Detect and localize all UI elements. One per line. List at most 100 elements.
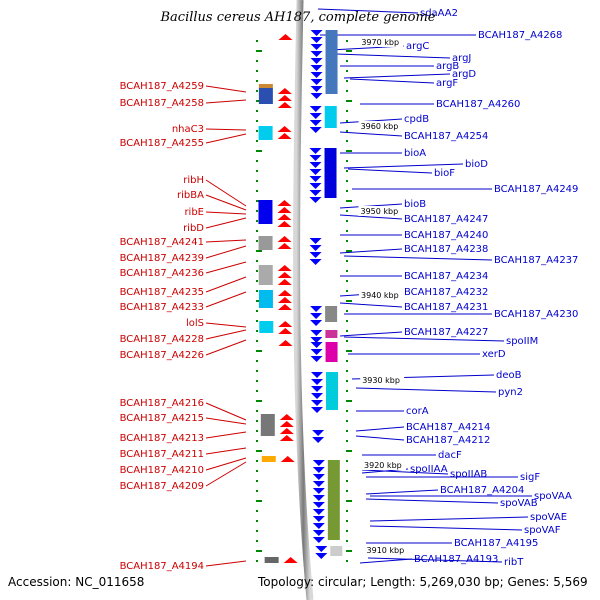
right-gene-label[interactable]: BCAH187_A4268 (478, 30, 562, 41)
left-gene-label[interactable]: BCAH187_A4226 (120, 350, 204, 361)
right-gene-label[interactable]: spoVAF (524, 525, 561, 536)
right-gene-label[interactable]: BCAH187_A4240 (404, 230, 488, 241)
left-gene-label[interactable]: lolS (186, 318, 204, 329)
gene-box (258, 200, 273, 224)
right-gene-label[interactable]: argD (452, 69, 476, 80)
right-gene-label[interactable]: BCAH187_A4230 (494, 309, 578, 320)
left-gene-label[interactable]: BCAH187_A4235 (120, 287, 204, 298)
left-gene-label[interactable]: BCAH187_A4258 (120, 98, 204, 109)
left-gene-label[interactable]: ribBA (177, 190, 204, 201)
right-gene-label[interactable]: spoIIAB (450, 469, 487, 480)
tick-right (346, 410, 348, 412)
left-gene-label[interactable]: nhaC3 (172, 124, 204, 135)
right-gene-label[interactable]: xerD (482, 349, 506, 360)
left-gene-label[interactable]: BCAH187_A4211 (120, 449, 204, 460)
left-gene-label[interactable]: BCAH187_A4216 (120, 398, 204, 409)
left-gene-label[interactable]: ribH (183, 175, 204, 186)
reverse-gene-arrow (310, 330, 323, 336)
right-leader-line (339, 248, 403, 254)
left-gene-label[interactable]: BCAH187_A4255 (120, 138, 204, 149)
right-gene-label[interactable]: sdaAA2 (420, 8, 458, 19)
left-gene-label[interactable]: BCAH187_A4210 (120, 465, 204, 476)
right-leader-line (365, 498, 499, 504)
reverse-gene-arrow (312, 509, 325, 515)
right-gene-label[interactable]: bioB (404, 199, 426, 210)
right-gene-label[interactable]: corA (406, 406, 429, 417)
left-gene-label[interactable]: BCAH187_A4236 (120, 268, 204, 279)
right-gene-label[interactable]: spoVAB (500, 498, 538, 509)
left-gene-label[interactable]: ribD (183, 223, 204, 234)
right-gene-label[interactable]: spoVAE (530, 512, 567, 523)
right-gene-label[interactable]: bioA (404, 148, 426, 159)
tick-right (346, 420, 348, 422)
right-leader-line (355, 435, 405, 441)
right-gene-label[interactable]: BCAH187_A4237 (494, 255, 578, 266)
forward-gene-arrow (277, 297, 292, 303)
right-gene-label[interactable]: BCAH187_A4260 (436, 99, 520, 110)
right-gene-label[interactable]: ribT (504, 557, 524, 568)
forward-gene-arrow (279, 435, 294, 441)
right-gene-label[interactable]: pyn2 (498, 387, 523, 398)
right-gene-label[interactable]: BCAH187_A4204 (440, 485, 524, 496)
reverse-gene-arrow (311, 393, 324, 399)
left-gene-label[interactable]: BCAH187_A4194 (120, 561, 204, 572)
right-gene-label[interactable]: BCAH187_A4212 (406, 435, 490, 446)
right-gene-label[interactable]: dacF (438, 450, 462, 461)
right-gene-label[interactable]: argF (436, 78, 458, 89)
right-gene-label[interactable]: bioF (434, 168, 455, 179)
right-gene-label[interactable]: spoVAA (534, 491, 572, 502)
right-gene-label[interactable]: BCAH187_A4214 (406, 422, 490, 433)
right-gene-label[interactable]: sigF (520, 472, 540, 483)
right-gene-label[interactable]: spoIIM (506, 336, 538, 347)
reverse-gene-arrow (311, 372, 324, 378)
left-gene-label[interactable]: BCAH187_A4213 (120, 433, 204, 444)
tick-left (256, 410, 258, 412)
tick-left (256, 210, 258, 212)
tick-right (346, 390, 348, 392)
forward-gene-arrow (277, 207, 292, 213)
reverse-gene-arrow (310, 306, 323, 312)
tick-left (256, 290, 258, 292)
right-gene-label[interactable]: BCAH187_A4231 (404, 302, 488, 313)
left-leader-line (205, 402, 247, 421)
right-gene-label[interactable]: argJ (452, 53, 471, 64)
reverse-gene-arrow (310, 51, 323, 57)
right-gene-label[interactable]: argB (436, 61, 459, 72)
right-gene-label[interactable]: argC (406, 41, 429, 52)
tick-right (346, 130, 348, 132)
tick-right (346, 70, 348, 72)
right-gene-label[interactable]: cpdB (404, 114, 429, 125)
tick-right (346, 510, 348, 512)
left-gene-label[interactable]: BCAH187_A4209 (120, 481, 204, 492)
left-gene-label[interactable]: ribE (184, 207, 204, 218)
left-gene-label[interactable]: BCAH187_A4233 (120, 302, 204, 313)
forward-gene-arrow (279, 414, 294, 420)
right-gene-label[interactable]: BCAH187_A4232 (404, 287, 488, 298)
right-gene-label[interactable]: BCAH187_A4234 (404, 271, 488, 282)
right-gene-label[interactable]: deoB (496, 370, 522, 381)
left-gene-label[interactable]: BCAH187_A4239 (120, 253, 204, 264)
left-gene-label[interactable]: BCAH187_A4228 (120, 334, 204, 345)
right-gene-label[interactable]: spoIIAA (410, 464, 448, 475)
tick-left (256, 40, 258, 42)
right-gene-label[interactable]: BCAH187_A4227 (404, 327, 488, 338)
reverse-gene-arrow (310, 65, 323, 71)
tick-left (256, 440, 258, 442)
reverse-gene-arrow (311, 407, 324, 413)
left-gene-label[interactable]: BCAH187_A4259 (120, 81, 204, 92)
right-gene-label[interactable]: BCAH187_A4193 (414, 554, 498, 565)
right-gene-label[interactable]: bioD (465, 159, 488, 170)
right-gene-label[interactable]: BCAH187_A4238 (404, 244, 488, 255)
left-gene-label[interactable]: BCAH187_A4215 (120, 413, 204, 424)
tick-right (346, 140, 348, 142)
right-gene-label[interactable]: BCAH187_A4247 (404, 214, 488, 225)
tick-right (346, 280, 348, 282)
right-gene-label[interactable]: BCAH187_A4254 (404, 131, 488, 142)
right-gene-label[interactable]: BCAH187_A4195 (454, 538, 538, 549)
position-label: 3970 kbp (361, 38, 399, 47)
forward-gene-arrow (277, 95, 292, 101)
left-gene-label[interactable]: BCAH187_A4241 (120, 237, 204, 248)
right-gene-label[interactable]: BCAH187_A4249 (494, 184, 578, 195)
